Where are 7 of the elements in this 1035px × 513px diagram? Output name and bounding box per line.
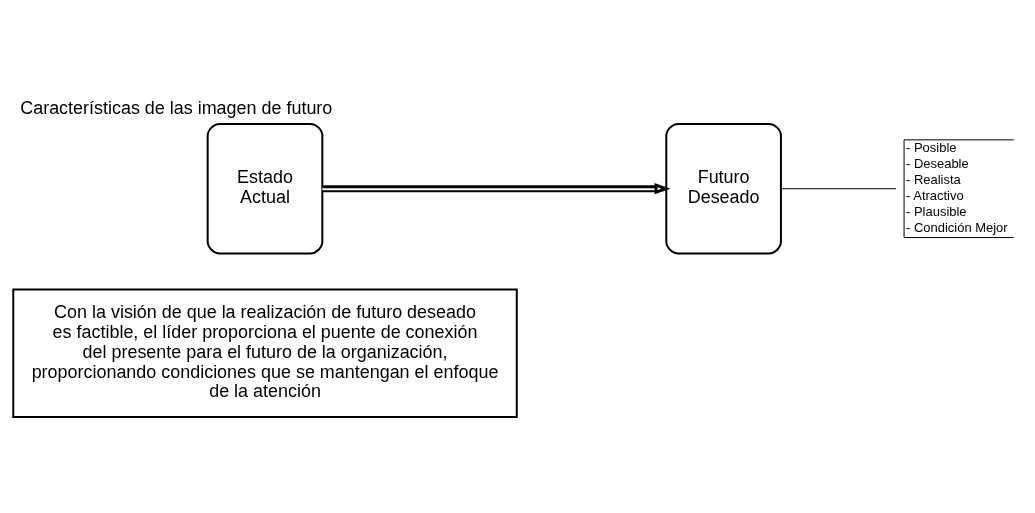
connector [780, 188, 897, 190]
node-text: - Posible - Deseable - Realista - Atractivo - Plausible - Condición Mejor [906, 140, 1008, 235]
node-box: Futuro Deseado [665, 122, 782, 255]
node-box: Estado Actual [206, 122, 324, 255]
arrow [322, 183, 671, 195]
diagram-title: Características de las imagen de futuro [20, 98, 333, 119]
node-box: Con la visión de que la realización de futuro deseado es factible, el líder proporciona el puente de conexión del presente para el futuro de la organización, proporcionando condiciones que se mantengan el enfoque de la atención [12, 288, 518, 418]
